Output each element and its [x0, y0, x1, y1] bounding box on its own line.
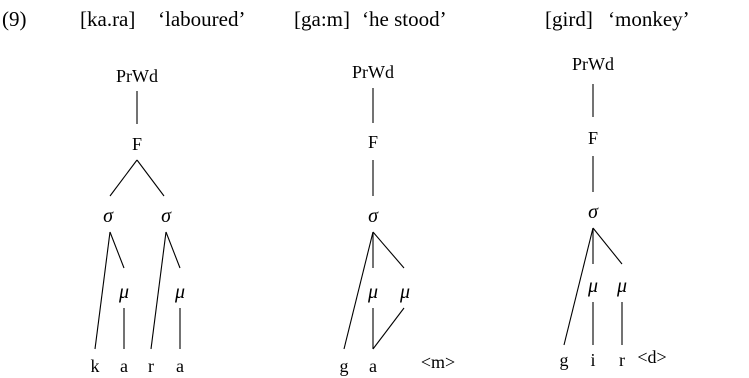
tree2-segment-a: a — [369, 356, 377, 376]
tree1-foot-syl1-line — [109, 159, 138, 197]
tree1-foot-node: F — [132, 134, 142, 154]
tree2-mora-1: μ — [367, 281, 378, 303]
tree1-segment-k: k — [91, 356, 100, 376]
tree3-form: [gird] — [545, 7, 593, 31]
tree3-segment-i: i — [590, 350, 595, 370]
tree2-syl-onset-line — [343, 231, 374, 350]
tree3-segment-g: g — [560, 350, 569, 370]
tree2-prwd-node: PrWd — [352, 62, 394, 82]
tree1-syllable-1: σ — [103, 205, 114, 227]
tree2-foot-node: F — [368, 132, 378, 152]
tree2-form: [ga:m] — [294, 7, 350, 31]
tree1-segment-r: r — [148, 356, 154, 376]
tree1-syllable-2: σ — [161, 205, 172, 227]
tree1-syl1-onset-line — [94, 231, 111, 350]
tree1-mora-1: μ — [118, 281, 129, 303]
tree2-mora2-vowel-line — [372, 307, 405, 350]
tree1-prwd-node: PrWd — [116, 66, 158, 86]
tree3-syl-mora2-line — [592, 227, 623, 265]
tree-gird: PrWd F σ μ μ g i r <d> — [560, 54, 667, 370]
tree3-syllable: σ — [588, 201, 599, 223]
tree3-mora-2: μ — [616, 275, 627, 297]
tree2-mora-2: μ — [399, 281, 410, 303]
tree1-syl2-mora-line — [165, 231, 181, 269]
tree2-extrametrical-m: <m> — [421, 352, 455, 372]
tree1-syl1-mora-line — [109, 231, 125, 269]
tree2-syllable: σ — [368, 205, 379, 227]
tree1-mora-2: μ — [174, 281, 185, 303]
tree3-segment-r: r — [619, 350, 625, 370]
tree3-mora-1: μ — [587, 275, 598, 297]
tree2-gloss: ‘he stood’ — [362, 7, 447, 31]
tree1-form: [ka.ra] — [80, 7, 135, 31]
tree1-foot-syl2-line — [136, 159, 165, 197]
tree1-segment-a2: a — [176, 356, 184, 376]
tree3-gloss: ‘monkey’ — [608, 7, 690, 31]
tree1-gloss: ‘laboured’ — [158, 7, 245, 31]
tree3-prwd-node: PrWd — [572, 54, 614, 74]
tree3-foot-node: F — [588, 128, 598, 148]
example-number: (9) — [2, 7, 27, 31]
tree3-extrametrical-d: <d> — [637, 347, 666, 367]
tree2-syl-mora2-line — [372, 231, 405, 269]
tree-kara: PrWd F σ σ μ μ k a r a — [91, 66, 186, 376]
tree1-segment-a1: a — [120, 356, 128, 376]
tree1-syl2-onset-line — [150, 231, 167, 350]
tree-gaam: PrWd F σ μ μ g a <m> — [340, 62, 456, 376]
tree2-segment-g: g — [340, 356, 349, 376]
tree3-syl-onset-line — [563, 227, 594, 346]
